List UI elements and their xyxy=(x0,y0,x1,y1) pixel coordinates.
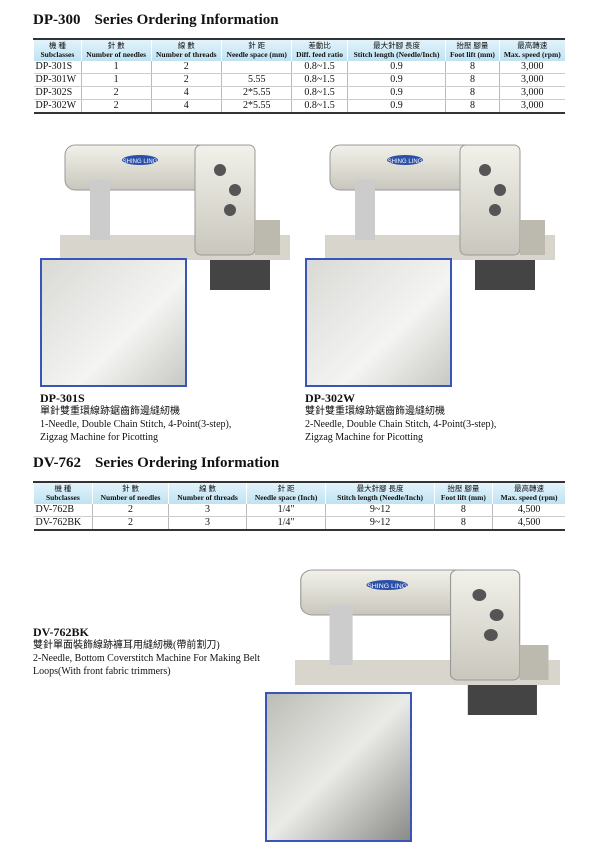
svg-text:SHING LING: SHING LING xyxy=(367,583,407,589)
table-cell: 2 xyxy=(91,516,169,531)
dp301s-detail-photo xyxy=(40,258,187,387)
table-cell: 2 xyxy=(80,86,152,100)
table-cell: 0.9 xyxy=(346,86,446,100)
table-cell: 9~12 xyxy=(325,516,435,531)
table-cell: 4 xyxy=(150,99,222,114)
table-cell: 4,500 xyxy=(492,516,565,531)
table-cell: DP-302S xyxy=(33,86,82,100)
table-cell: 9~12 xyxy=(325,504,435,517)
table-cell: 1/4" xyxy=(245,516,326,531)
sewing-machine-illustration: SHING LING xyxy=(295,569,560,715)
dp301s-caption: DP-301S 單針雙重環線跡鋸齒飾邊縫紉機 1-Needle, Double … xyxy=(40,391,232,444)
table-cell: 2*5.55 xyxy=(221,86,292,100)
table-cell: 2*5.55 xyxy=(221,99,292,114)
table-cell: 8 xyxy=(445,99,500,114)
table-cell: 8 xyxy=(445,73,500,87)
table-cell: 2 xyxy=(91,504,169,517)
table-cell: 1 xyxy=(80,73,152,87)
table-cell: 5.55 xyxy=(221,73,292,87)
table-cell: 3,000 xyxy=(498,61,565,74)
table-cell: 0.9 xyxy=(346,99,446,114)
sewing-machine-illustration: SHING LING xyxy=(325,144,555,290)
table-cell: 8 xyxy=(433,516,493,531)
dv762bk-machine-photo: SHING LING xyxy=(295,565,560,725)
table-cell xyxy=(221,61,292,74)
dp302w-detail-photo xyxy=(305,258,452,387)
table-cell: 2 xyxy=(150,61,222,74)
dv762bk-detail-photo xyxy=(265,692,412,842)
table-cell: DP-301W xyxy=(33,73,82,87)
table-cell: 8 xyxy=(445,61,500,74)
dp302w-caption: DP-302W 雙針雙重環線跡鋸齒飾邊縫紉機 2-Needle, Double … xyxy=(305,391,497,444)
table-cell: 0.8~1.5 xyxy=(291,73,348,87)
table-cell: 3,000 xyxy=(498,73,565,87)
table-cell: DV-762B xyxy=(33,504,93,517)
table-cell: 8 xyxy=(433,504,493,517)
dv762bk-caption: DV-762BK 雙針單面裝飾線跡褲耳用縫紉機(帶前割刀) 2-Needle, … xyxy=(33,625,260,678)
table-cell: 0.8~1.5 xyxy=(291,99,348,114)
table-cell: 1/4" xyxy=(245,504,326,517)
table-cell: 4,500 xyxy=(492,504,565,517)
sewing-machine-illustration: SHING LING xyxy=(60,144,290,290)
svg-text:SHING LING: SHING LING xyxy=(123,159,158,165)
table-cell: 4 xyxy=(150,86,222,100)
table-cell: 0.9 xyxy=(346,73,446,87)
table-cell: 3 xyxy=(168,504,247,517)
dp301s-machine-photo: SHING LING xyxy=(60,140,290,300)
svg-text:SHING LING: SHING LING xyxy=(388,159,423,165)
table-cell: DV-762BK xyxy=(33,516,93,531)
dp302w-machine-photo: SHING LING xyxy=(325,140,555,300)
table-cell: 0.8~1.5 xyxy=(291,61,348,74)
table-cell: 0.8~1.5 xyxy=(291,86,348,100)
table-cell: 2 xyxy=(150,73,222,87)
table-cell: 3 xyxy=(168,516,247,531)
table-cell: 8 xyxy=(445,86,500,100)
table-cell: DP-302W xyxy=(33,99,82,114)
table-cell: DP-301S xyxy=(33,61,82,74)
table-cell: 3,000 xyxy=(498,99,565,114)
table-cell: 1 xyxy=(80,61,152,74)
table-cell: 2 xyxy=(80,99,152,114)
table-cell: 0.9 xyxy=(346,61,446,74)
table-cell: 3,000 xyxy=(498,86,565,100)
